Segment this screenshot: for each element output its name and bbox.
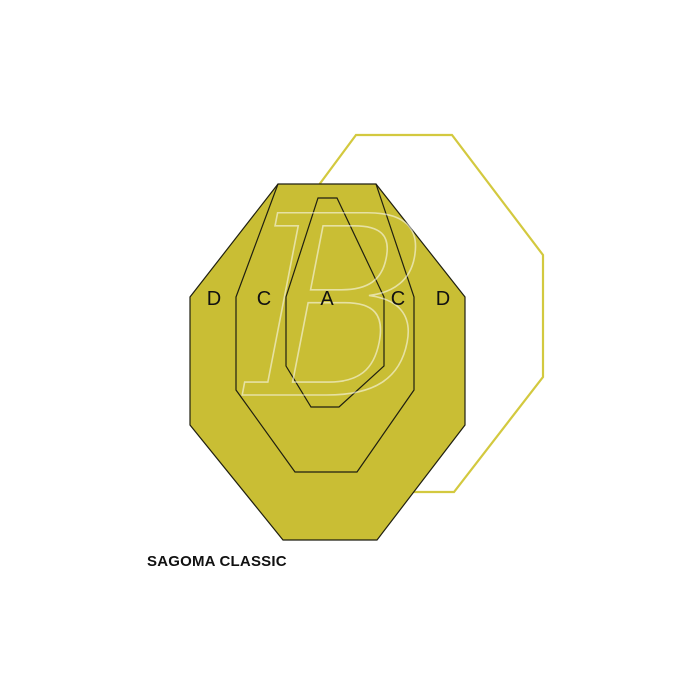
c-zone-boundary: [235, 183, 415, 473]
a-zone-boundary: [285, 197, 385, 408]
zone-label-a: A: [320, 288, 334, 310]
zone-label-d-right: D: [436, 288, 450, 310]
target-model-title: SAGOMA CLASSIC: [147, 553, 287, 570]
zone-label-c-left: C: [257, 288, 271, 310]
watermark-monogram: B: [242, 163, 430, 454]
zone-label-c-right: C: [391, 288, 405, 310]
zone-label-d-left: D: [207, 288, 221, 310]
main-target-octagon: [189, 183, 466, 541]
zone-labels: D C A C D: [207, 288, 450, 310]
